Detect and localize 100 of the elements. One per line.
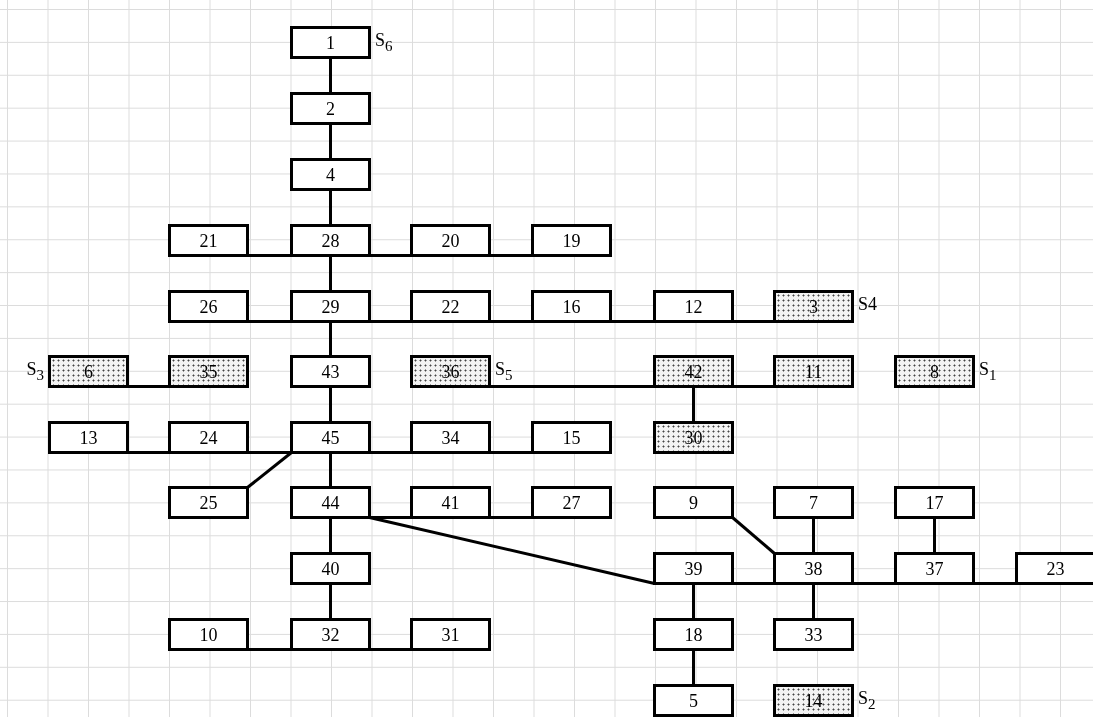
process-box xyxy=(290,224,371,257)
process-box xyxy=(531,290,612,323)
connector-line xyxy=(734,320,773,323)
node-number: 34 xyxy=(441,427,460,448)
set-label: S4 xyxy=(858,293,877,315)
process-box xyxy=(1015,552,1093,585)
node-number: 42 xyxy=(684,361,703,382)
node-number: 26 xyxy=(199,296,218,317)
connector-line xyxy=(329,257,332,290)
process-box xyxy=(290,26,371,59)
node-number: 7 xyxy=(809,492,818,513)
node-number: 40 xyxy=(321,558,340,579)
process-box xyxy=(531,421,612,454)
connector-line xyxy=(249,254,290,257)
shaded-box xyxy=(48,355,129,388)
connector-line xyxy=(129,451,168,454)
process-box xyxy=(410,618,491,651)
node-number: 11 xyxy=(804,361,823,382)
node-number: 21 xyxy=(199,230,218,251)
node-number: 22 xyxy=(441,296,460,317)
shaded-box xyxy=(773,290,854,323)
node-number: 28 xyxy=(321,230,340,251)
connector-line xyxy=(692,388,695,421)
connector-line xyxy=(369,516,655,585)
process-box xyxy=(653,486,734,519)
node-number: 14 xyxy=(804,690,823,711)
process-box xyxy=(410,290,491,323)
process-box xyxy=(773,552,854,585)
shaded-box xyxy=(773,355,854,388)
process-box xyxy=(290,92,371,125)
process-box xyxy=(168,486,249,519)
node-number: 12 xyxy=(684,296,703,317)
node-number: 19 xyxy=(562,230,581,251)
connector-line xyxy=(371,254,410,257)
set-label: S$_{3}$ xyxy=(26,358,44,385)
shaded-box xyxy=(894,355,975,388)
process-box xyxy=(290,552,371,585)
connector-line xyxy=(329,125,332,158)
connector-line xyxy=(734,582,773,585)
process-box xyxy=(290,486,371,519)
node-number: 38 xyxy=(804,558,823,579)
shaded-box xyxy=(410,355,491,388)
node-number: 3 xyxy=(809,296,818,317)
node-number: 27 xyxy=(562,492,581,513)
connector-line xyxy=(692,651,695,684)
node-number: 43 xyxy=(321,361,340,382)
process-box xyxy=(653,552,734,585)
node-number: 37 xyxy=(925,558,944,579)
process-box xyxy=(653,684,734,717)
connector-line xyxy=(854,582,894,585)
connector-line xyxy=(491,451,531,454)
node-number: 44 xyxy=(321,492,340,513)
process-box xyxy=(653,618,734,651)
shaded-box xyxy=(773,684,854,717)
connector-line xyxy=(612,320,653,323)
process-box xyxy=(168,421,249,454)
process-box xyxy=(48,421,129,454)
connector-line xyxy=(933,519,936,552)
connector-line xyxy=(329,585,332,618)
connector-line xyxy=(371,320,410,323)
connector-line xyxy=(329,191,332,224)
node-number: 13 xyxy=(79,427,98,448)
connector-line xyxy=(329,388,332,421)
node-number: 25 xyxy=(199,492,218,513)
node-number: 24 xyxy=(199,427,218,448)
node-number: 5 xyxy=(689,690,698,711)
connector-line xyxy=(734,385,773,388)
connector-line xyxy=(975,582,1015,585)
node-number: 10 xyxy=(199,624,218,645)
set-label: S$_{2}$ xyxy=(858,687,876,714)
node-number: 4 xyxy=(326,164,335,185)
connector-line xyxy=(249,648,290,651)
node-number: 33 xyxy=(804,624,823,645)
connector-line xyxy=(249,451,290,454)
node-number: 23 xyxy=(1046,558,1065,579)
node-number: 36 xyxy=(441,361,460,382)
process-box xyxy=(290,290,371,323)
node-number: 8 xyxy=(930,361,939,382)
process-box xyxy=(290,618,371,651)
node-number: 6 xyxy=(84,361,93,382)
set-label: S$_{6}$ xyxy=(375,29,393,56)
connector-line xyxy=(329,454,332,486)
node-number: 15 xyxy=(562,427,581,448)
connector-line xyxy=(371,516,410,519)
process-box xyxy=(290,421,371,454)
node-number: 16 xyxy=(562,296,581,317)
process-box xyxy=(410,224,491,257)
connector-line xyxy=(812,585,815,618)
node-number: 17 xyxy=(925,492,944,513)
connector-line xyxy=(329,519,332,552)
connector-line xyxy=(129,385,168,388)
connector-line xyxy=(371,648,410,651)
node-number: 1 xyxy=(326,32,335,53)
connector-line xyxy=(371,451,410,454)
process-box xyxy=(531,224,612,257)
connector-line xyxy=(491,385,653,388)
process-box xyxy=(168,618,249,651)
node-number: 18 xyxy=(684,624,703,645)
node-number: 30 xyxy=(684,427,703,448)
process-box xyxy=(894,486,975,519)
